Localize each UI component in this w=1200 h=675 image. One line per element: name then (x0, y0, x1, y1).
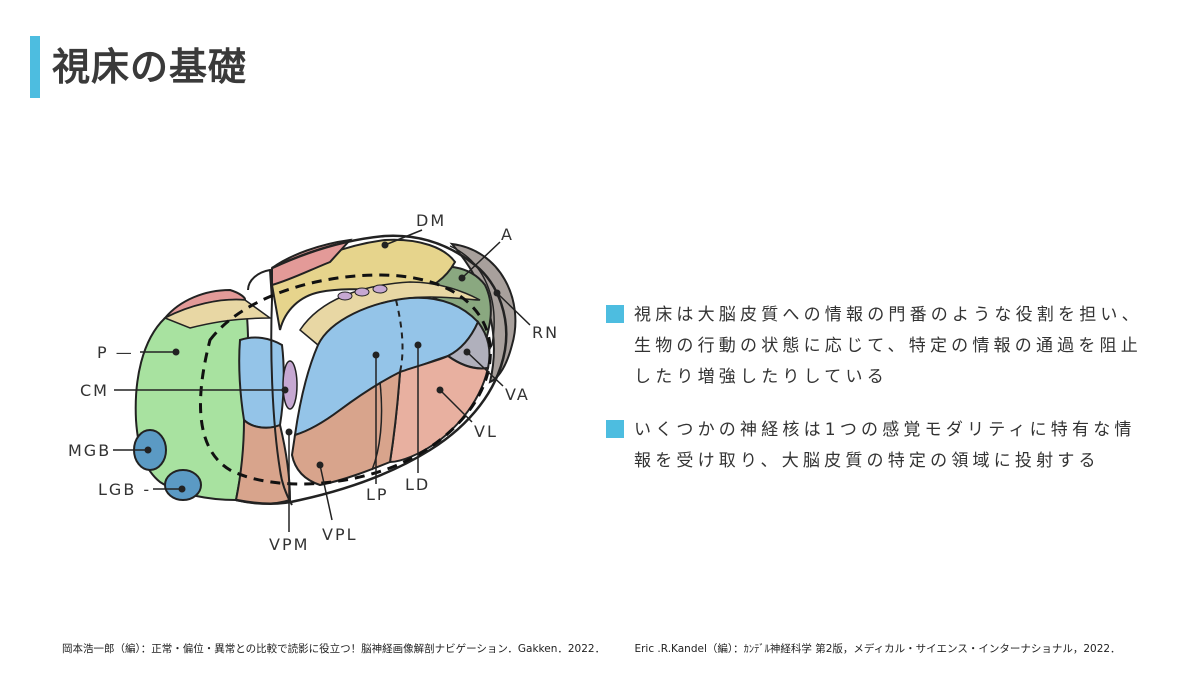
bullet-marker-icon (606, 420, 624, 438)
label-vpm: VPM (269, 535, 309, 554)
vl-region (388, 354, 490, 464)
left-lamina (163, 298, 273, 329)
top-pink-region (271, 238, 353, 287)
cm-nucleus (282, 360, 298, 410)
bullet-text: 視床は大脳皮質への情報の門番のような役割を担い、生物の行動の状態に応じて、特定の… (634, 305, 1143, 387)
label-mgb: MGB (68, 441, 111, 460)
citation-1: 岡本浩一郎（編）：正常・偏位・異常との比較で読影に役立つ！脳神経画像解剖ナビゲー… (62, 643, 606, 655)
bullet-item: 視床は大脳皮質への情報の門番のような役割を担い、生物の行動の状態に応じて、特定の… (606, 300, 1146, 393)
label-cm: CM (80, 381, 109, 400)
bullet-text: いくつかの神経核は1つの感覚モダリティに特有な情報を受け取り、大脳皮質の特定の領… (634, 420, 1136, 471)
title-accent-bar (30, 36, 40, 98)
label-a: A (501, 225, 514, 244)
label-lp: LP (366, 485, 389, 504)
label-vpl: VPL (322, 525, 358, 544)
bullet-marker-icon (606, 305, 624, 323)
vpl-region (290, 370, 402, 487)
citation-footer: 岡本浩一郎（編）：正常・偏位・異常との比較で読影に役立つ！脳神経画像解剖ナビゲー… (62, 641, 1147, 656)
label-lgb: LGB - (98, 480, 151, 499)
lgb (164, 469, 202, 501)
vpm-region (234, 417, 292, 505)
label-p: P — (97, 343, 134, 362)
cm-region (238, 336, 285, 429)
page-title: 視床の基礎 (52, 45, 248, 89)
citation-2: Eric .R.Kandel（編）：ｶﾝﾃﾞﾙ神経科学 第2版，メディカル・サイ… (634, 643, 1121, 655)
label-rn: RN (532, 323, 559, 342)
bullet-list: 視床は大脳皮質への情報の門番のような役割を担い、生物の行動の状態に応じて、特定の… (606, 300, 1146, 499)
bullet-item: いくつかの神経核は1つの感覚モダリティに特有な情報を受け取り、大脳皮質の特定の領… (606, 415, 1146, 477)
label-dm: DM (416, 211, 446, 230)
label-vl: VL (474, 422, 498, 441)
thalamus-diagram: DM A RN VA VL LD LP VPL VPM P — CM MGB L… (68, 211, 559, 554)
label-va: VA (505, 385, 530, 404)
label-ld: LD (405, 475, 430, 494)
